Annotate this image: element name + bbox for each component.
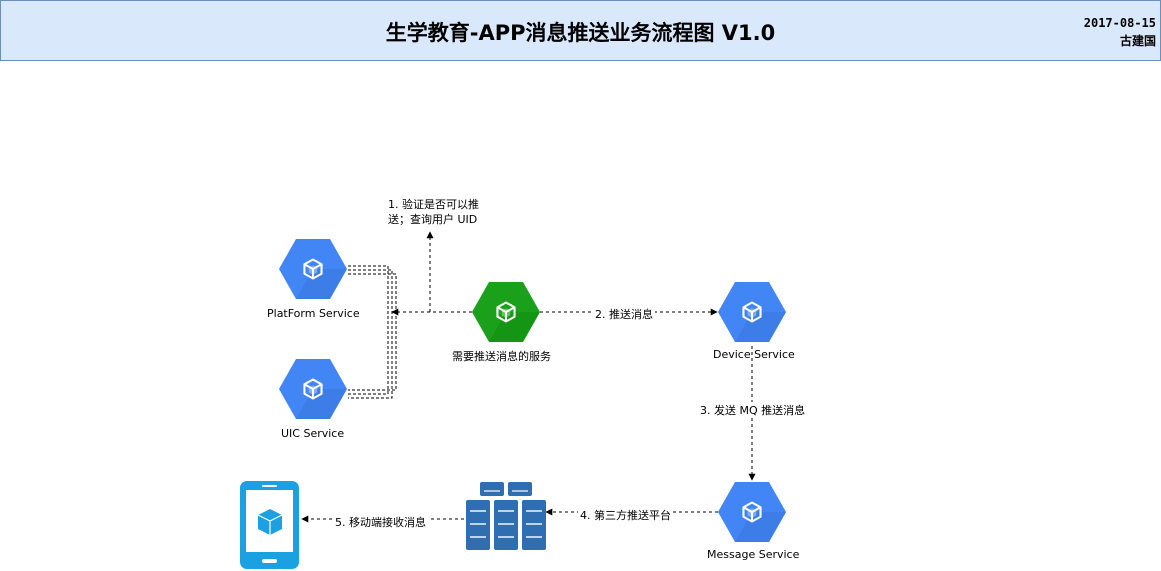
third-party-edge-label: 4. 第三方推送平台 <box>578 507 673 523</box>
server-rack-icon[interactable] <box>466 482 546 550</box>
push-source-icon[interactable] <box>472 282 540 342</box>
doc-author: 古建国 <box>1119 34 1156 48</box>
platform-service-icon[interactable] <box>279 239 347 299</box>
push-edge-label: 2. 推送消息 <box>593 306 655 322</box>
page-title: 生学教育-APP消息推送业务流程图 V1.0 <box>385 21 776 45</box>
device-service-icon[interactable] <box>718 282 786 342</box>
platform-service-label: PlatForm Service <box>267 307 360 320</box>
edge-platform-uic-bracket <box>348 265 397 399</box>
mobile-phone-icon[interactable] <box>240 481 299 569</box>
verify-label-line1: 1. 验证是否可以推 <box>388 198 479 211</box>
mobile-edge-label: 5. 移动端接收消息 <box>333 514 428 530</box>
uic-service-label: UIC Service <box>281 427 345 440</box>
doc-date: 2017-08-15 <box>1083 16 1156 30</box>
verify-label-line2: 送；查询用户 UID <box>388 213 478 226</box>
mq-edge-label: 3. 发送 MQ 推送消息 <box>698 402 808 418</box>
push-source-label: 需要推送消息的服务 <box>452 350 551 363</box>
title-bar: 生学教育-APP消息推送业务流程图 V1.0 2017-08-15 古建国 <box>0 0 1161 61</box>
message-service-label: Message Service <box>707 548 800 561</box>
uic-service-icon[interactable] <box>279 359 347 419</box>
message-service-icon[interactable] <box>718 482 786 542</box>
device-service-label: Device Service <box>713 348 795 361</box>
